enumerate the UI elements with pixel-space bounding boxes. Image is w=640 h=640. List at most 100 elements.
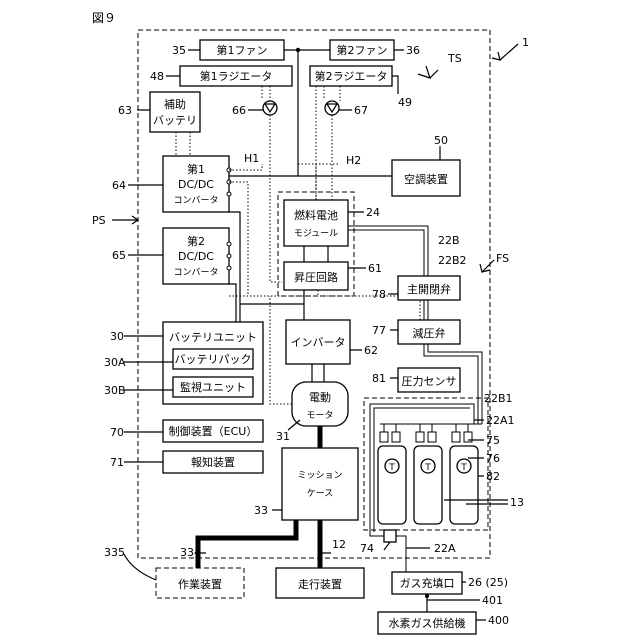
leader-arrow-1 [492, 44, 518, 60]
ref-335: 335 [104, 546, 125, 559]
ref-62: 62 [364, 344, 378, 357]
ref-78: 78 [372, 288, 386, 301]
ref-31: 31 [276, 430, 290, 443]
ref-ts: TS [447, 52, 462, 65]
ref-66: 66 [232, 104, 246, 117]
coolant-loop-1 [262, 86, 282, 282]
ref-65: 65 [112, 249, 126, 262]
ref-30b: 30B [104, 384, 126, 397]
travel-device-label: 走行装置 [298, 578, 342, 591]
battery-unit-label: バッテリユニット [169, 331, 257, 344]
ref-71: 71 [110, 456, 124, 469]
work-device-label: 作業装置 [178, 578, 222, 591]
ref-26: 26 (25) [468, 576, 508, 589]
ref-33: 33 [254, 504, 268, 517]
monitor-unit-label: 監視ユニット [180, 380, 246, 394]
check-valve-74 [384, 530, 396, 542]
h2-supplier-label: 水素ガス供給機 [389, 616, 466, 630]
tank1-t: T [388, 463, 395, 473]
dcdc-terminals [227, 168, 231, 270]
ref-12: 12 [332, 538, 346, 551]
ref-30a: 30A [104, 356, 126, 369]
inverter-label: インバータ [291, 336, 346, 349]
tank-valves [380, 432, 472, 442]
ref-22a: 22A [434, 542, 456, 555]
fan2-label: 第2ファン [337, 43, 388, 57]
tank3-t: T [460, 463, 467, 473]
ref-400: 400 [488, 614, 509, 627]
ref-63: 63 [118, 104, 132, 117]
ref-82: 82 [486, 470, 500, 483]
fc-module-box [284, 200, 348, 246]
ref-1: 1 [522, 36, 529, 49]
mission-case-label-1: ミッション [297, 471, 342, 481]
reducer-valve-label: 減圧弁 [413, 326, 446, 340]
dcdc2-label-3: コンバータ [173, 267, 218, 278]
ac-unit-label: 空調装置 [404, 172, 448, 186]
shaft-334 [198, 520, 296, 568]
ref-67: 67 [354, 104, 368, 117]
leader-arrow-ps [112, 216, 138, 224]
fan-wire-dot [296, 48, 300, 52]
tank2-t: T [424, 463, 431, 473]
battery-pack-label: バッテリパック [175, 353, 252, 366]
tank-2 [414, 446, 442, 524]
main-valve-label: 主開閉弁 [407, 282, 451, 296]
ref-22b: 22B [438, 234, 460, 247]
pipe-main-to-reducer [424, 300, 428, 320]
dcdc2-label-1: 第2 [187, 234, 205, 248]
tank-valve-pipes [380, 424, 482, 432]
dcdc1-label-1: 第1 [187, 162, 205, 176]
radiator1-label: 第1ラジエータ [200, 69, 273, 83]
notifier-label: 報知装置 [191, 455, 235, 469]
ref-76: 76 [486, 452, 500, 465]
leader-arrow-ts [418, 66, 438, 78]
fan1-label: 第1ファン [217, 43, 268, 57]
dcdc2-label-2: DC/DC [178, 250, 214, 263]
radiator2-label: 第2ラジエータ [315, 69, 388, 83]
ref-fs: FS [496, 252, 509, 265]
ref-64: 64 [112, 179, 126, 192]
figure-title: 図９ [92, 11, 116, 25]
ecu-label: 制御装置（ECU） [169, 424, 258, 438]
ecu-signal [229, 290, 420, 324]
mission-case-label-2: ケース [307, 488, 334, 499]
ref-ps: PS [92, 214, 106, 227]
boost-circuit-label: 昇圧回路 [294, 271, 338, 284]
ref-70: 70 [110, 426, 124, 439]
mission-case-box [282, 448, 358, 520]
ref-81: 81 [372, 372, 386, 385]
ref-77: 77 [372, 324, 386, 337]
inverter-to-motor [312, 364, 324, 382]
motor-label-1: 電動 [309, 390, 331, 404]
hose-coupler [425, 594, 429, 598]
ref-334: 334 [180, 546, 201, 559]
ref-49: 49 [398, 96, 412, 109]
aux-battery-wire [176, 132, 190, 156]
ref-22b2: 22B2 [438, 254, 467, 267]
h2-line [298, 164, 340, 204]
ref-30: 30 [110, 330, 124, 343]
gas-port-label: ガス充填口 [400, 576, 455, 590]
pressure-sensor-label: 圧力センサ [402, 375, 457, 388]
ref-24: 24 [366, 206, 380, 219]
h1-drop [229, 164, 262, 296]
ref-50: 50 [434, 134, 448, 147]
motor-label-2: モータ [306, 410, 333, 421]
fc-module-label-2: モジュール [294, 229, 338, 239]
ref-22a1: 22A1 [486, 414, 515, 427]
aux-battery-label-1: 補助 [164, 97, 186, 111]
fc-module-label-1: 燃料電池 [294, 208, 338, 222]
dcdc1-label-2: DC/DC [178, 178, 214, 191]
h2-label: H2 [346, 154, 361, 167]
leader-arrow-fs [480, 260, 494, 272]
ref-75: 75 [486, 434, 500, 447]
dcdc1-label-3: コンバータ [173, 195, 218, 206]
ref-74: 74 [360, 542, 374, 555]
tank-1 [378, 446, 406, 524]
ref-48: 48 [150, 70, 164, 83]
ref-61: 61 [368, 262, 382, 275]
ref-401: 401 [482, 594, 503, 607]
ref-13: 13 [510, 496, 524, 509]
